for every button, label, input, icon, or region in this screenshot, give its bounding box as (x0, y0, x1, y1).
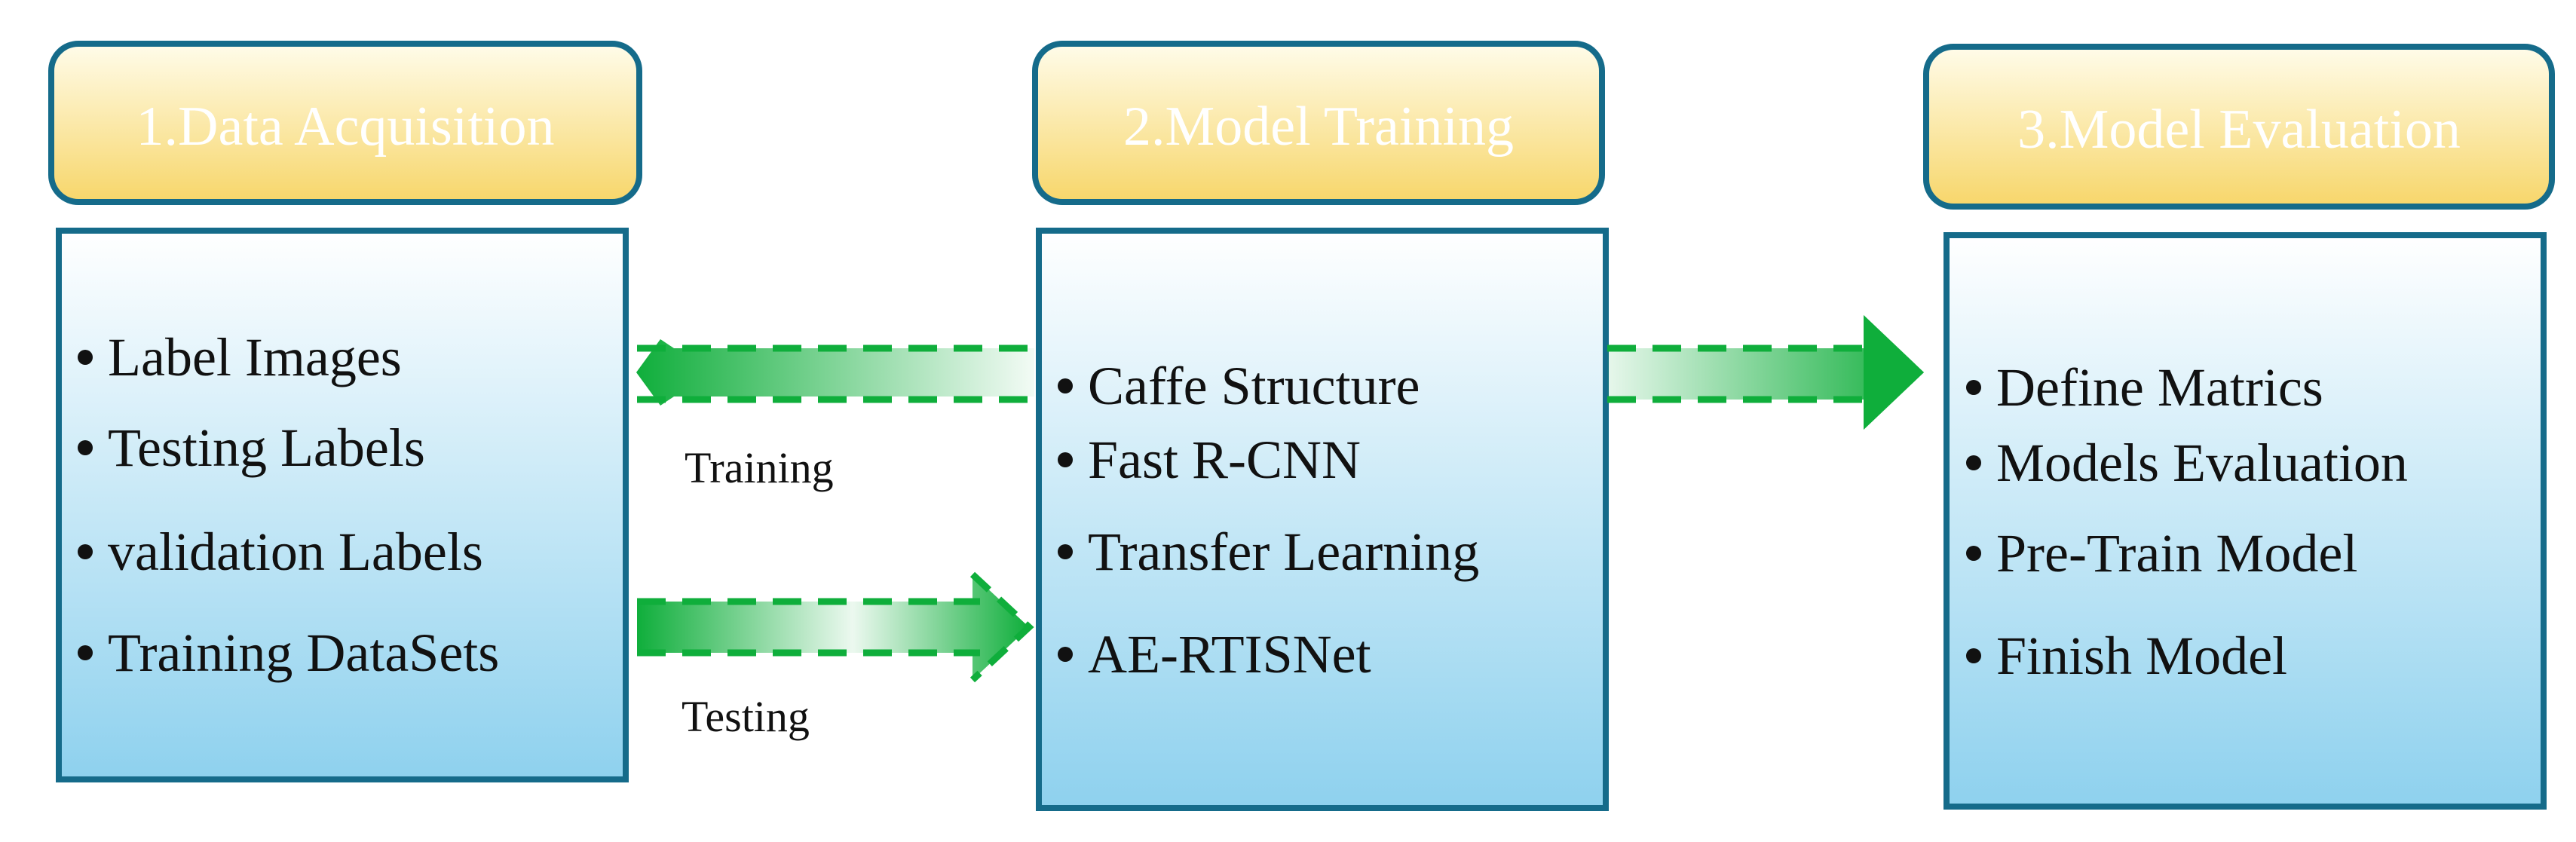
stage-2-header (1032, 41, 1605, 205)
stage-3-header (1923, 44, 2555, 210)
bullet-icon (78, 350, 93, 365)
bullet-icon (78, 544, 93, 559)
testing-arrow-body (637, 574, 1029, 680)
testing-arrow-head-outline (969, 571, 1034, 683)
stage-3-item-2: Models Evaluation (1996, 433, 2408, 493)
bullet-icon (1966, 380, 1981, 395)
evaluation-arrow-body (1607, 315, 1924, 430)
training-arrow: Training (636, 339, 1034, 492)
bullet-icon (78, 440, 93, 455)
stage-2-item-4: AE-RTISNet (1088, 624, 1371, 684)
stage-3-item-4: Finish Model (1996, 626, 2287, 686)
evaluation-arrow-head (1864, 315, 1924, 430)
stage-1-box (56, 228, 629, 782)
stage-3-item-1: Define Matrics (1996, 357, 2323, 418)
training-arrow-body (636, 339, 1034, 406)
bullet-icon (1058, 647, 1073, 662)
stage-1-item-2: Testing Labels (108, 418, 425, 478)
stage-2-box (1036, 228, 1609, 811)
stage-2-item-2: Fast R-CNN (1088, 430, 1361, 490)
stage-1-item-4: Training DataSets (108, 623, 499, 683)
stage-2-item-3: Transfer Learning (1088, 522, 1479, 582)
stage-1-item-1: Label Images (108, 327, 402, 387)
stage-1-title: 1.Data Acquisition (136, 96, 555, 158)
bullet-icon (1058, 452, 1073, 467)
stage-1-item-3: validation Labels (108, 522, 483, 582)
training-label: Training (685, 443, 834, 492)
evaluation-arrow (1607, 315, 1924, 430)
stage-3-title: 3.Model Evaluation (2017, 99, 2461, 161)
bullet-icon (1966, 455, 1981, 470)
stage-model-training: 2.Model Training Caffe Structure Fast R-… (1032, 41, 1609, 811)
stage-3-box (1943, 232, 2547, 810)
testing-arrow: Testing (637, 571, 1034, 741)
bullet-icon (1966, 648, 1981, 663)
bullet-icon (1058, 378, 1073, 393)
bullet-icon (78, 645, 93, 660)
stage-3-item-3: Pre-Train Model (1996, 523, 2357, 583)
stage-2-title: 2.Model Training (1123, 96, 1514, 158)
stage-model-evaluation: 3.Model Evaluation Define Matrics Models… (1923, 44, 2555, 810)
stage-1-header (48, 41, 642, 205)
bullet-icon (1058, 544, 1073, 559)
stage-data-acquisition: 1.Data Acquisition Label Images Testing … (48, 41, 642, 782)
stage-2-item-1: Caffe Structure (1088, 356, 1420, 416)
bullet-icon (1966, 546, 1981, 561)
testing-label: Testing (682, 692, 810, 741)
